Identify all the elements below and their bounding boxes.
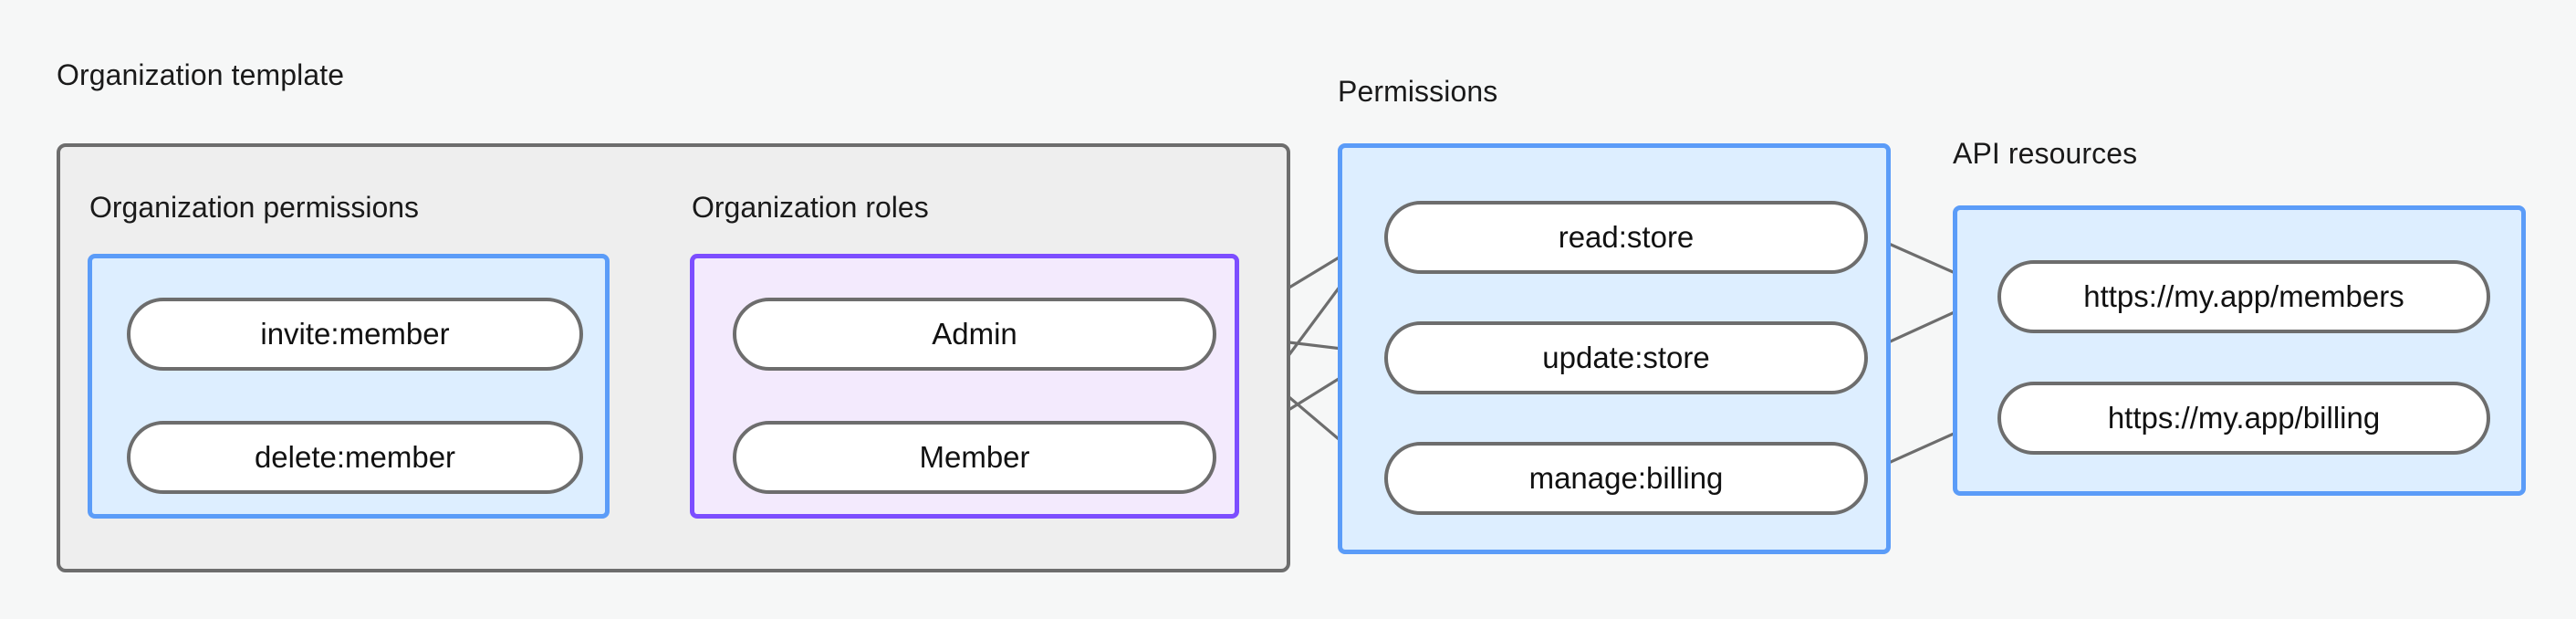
node-read-store[interactable]: read:store <box>1384 201 1868 274</box>
organization-template-caption: Organization template <box>57 58 345 91</box>
node-update-store[interactable]: update:store <box>1384 321 1868 394</box>
node-read-store-label: read:store <box>1558 220 1695 254</box>
node-members-url-label: https://my.app/members <box>2083 279 2404 313</box>
node-admin-label: Admin <box>932 317 1017 351</box>
node-invite-member-label: invite:member <box>260 317 450 351</box>
api-resources-caption: API resources <box>1953 137 2138 170</box>
node-billing-url[interactable]: https://my.app/billing <box>1997 382 2490 455</box>
node-billing-url-label: https://my.app/billing <box>2107 401 2381 435</box>
api-resources-panel: https://my.app/members https://my.app/bi… <box>1953 205 2526 496</box>
node-member[interactable]: Member <box>733 421 1216 494</box>
node-member-label: Member <box>919 440 1030 474</box>
organization-roles-caption: Organization roles <box>692 191 929 224</box>
node-delete-member-label: delete:member <box>254 440 456 474</box>
organization-permissions-caption: Organization permissions <box>89 191 420 224</box>
node-invite-member[interactable]: invite:member <box>127 298 583 371</box>
permissions-panel: read:store update:store manage:billing <box>1338 143 1891 554</box>
node-members-url[interactable]: https://my.app/members <box>1997 260 2490 333</box>
node-update-store-label: update:store <box>1542 341 1710 374</box>
node-delete-member[interactable]: delete:member <box>127 421 583 494</box>
organization-template-panel: Organization permissions invite:member d… <box>57 143 1290 572</box>
permissions-caption: Permissions <box>1338 75 1498 108</box>
node-manage-billing[interactable]: manage:billing <box>1384 442 1868 515</box>
organization-roles-panel: Admin Member <box>690 254 1239 519</box>
node-admin[interactable]: Admin <box>733 298 1216 371</box>
node-manage-billing-label: manage:billing <box>1528 461 1724 495</box>
organization-permissions-panel: invite:member delete:member <box>88 254 610 519</box>
